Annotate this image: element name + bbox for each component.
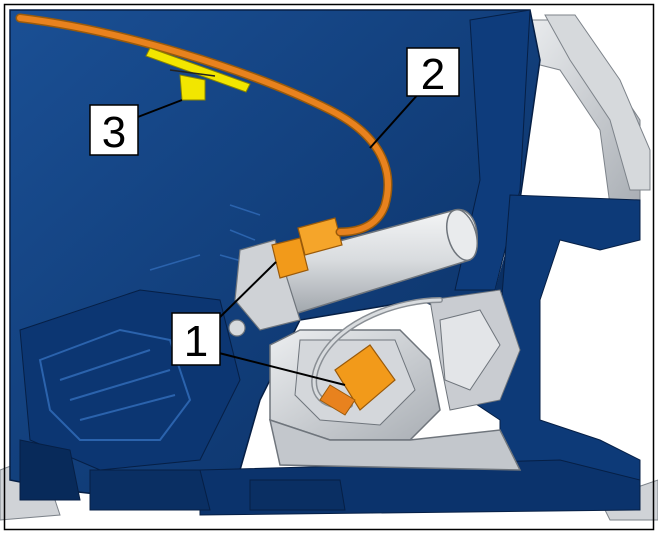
frame-border [3, 3, 655, 531]
callout-1: 1 [171, 312, 221, 366]
harness-clip [145, 47, 251, 101]
airbag-igniter-connector-lower [319, 344, 396, 416]
callout-label: 2 [421, 50, 445, 99]
callout-label: 1 [184, 317, 208, 366]
callout-2: 2 [406, 47, 460, 99]
gas-generator-cylinder [228, 208, 478, 337]
airbag-igniter-connector-upper [271, 217, 343, 279]
wiring-harness [15, 13, 443, 409]
callout-3: 3 [89, 104, 139, 157]
callout-label: 3 [102, 108, 126, 157]
